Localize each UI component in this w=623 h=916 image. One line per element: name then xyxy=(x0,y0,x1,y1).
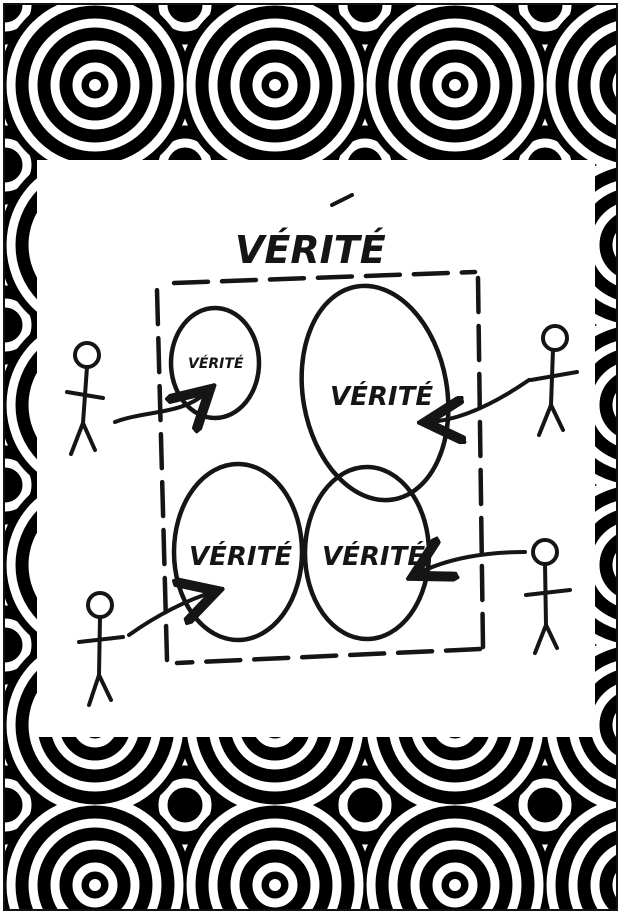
diagram-panel: VÉRITÉ VÉRITÉ VÉRITÉ VÉRITÉ VÉRITÉ xyxy=(37,160,595,737)
bubble-bottom-right: VÉRITÉ xyxy=(305,467,429,639)
poster-frame: VÉRITÉ VÉRITÉ VÉRITÉ VÉRITÉ VÉRITÉ xyxy=(3,3,618,911)
bubble-label: VÉRITÉ xyxy=(189,540,292,572)
arrow-icon xyxy=(115,380,529,635)
bubble-label: VÉRITÉ xyxy=(322,540,425,572)
bubble-label: VÉRITÉ xyxy=(330,380,433,412)
bubble-top-right: VÉRITÉ xyxy=(285,274,464,512)
bubble-top-left: VÉRITÉ xyxy=(171,308,259,418)
bubble-label: VÉRITÉ xyxy=(188,355,244,372)
stick-figure-icon xyxy=(526,540,570,653)
stick-figure-icon xyxy=(531,326,577,435)
outer-truth-label: VÉRITÉ xyxy=(235,228,386,272)
stick-figure-icon xyxy=(79,593,123,705)
bubble-bottom-left: VÉRITÉ xyxy=(174,464,302,640)
truth-diagram: VÉRITÉ VÉRITÉ VÉRITÉ VÉRITÉ VÉRITÉ xyxy=(37,160,595,737)
accent-mark xyxy=(332,195,352,205)
stick-figure-icon xyxy=(67,343,103,454)
